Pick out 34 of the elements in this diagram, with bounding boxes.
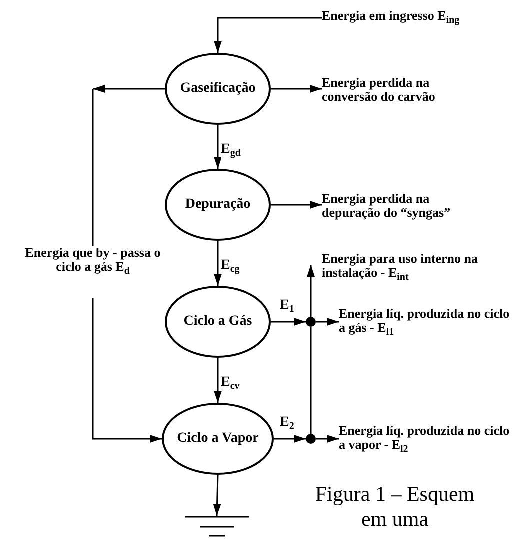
energy-label: Energia líq. produzida no ciclo a gás - E$_{l1}$ [339, 307, 514, 341]
edge-label: E$_{1}$ [280, 298, 294, 314]
arrow [93, 85, 165, 93]
energy-label: Energia em ingresso E$_{ing}$ [322, 9, 522, 27]
process-label: Depuração [185, 197, 251, 213]
junction-dot [306, 434, 316, 444]
edge-label: E$_{2}$ [280, 415, 294, 431]
process-label: Ciclo a Gás [184, 314, 252, 330]
energy-label: Energia perdida na depuração do “syngas” [322, 192, 472, 220]
junction-dot [306, 317, 316, 327]
energy-label: Energia perdida na conversão do carvão [322, 76, 467, 104]
arrow [213, 474, 222, 516]
arrow [316, 318, 339, 326]
arrow [214, 17, 322, 53]
arrow [92, 298, 162, 443]
process-label: Gaseificação [180, 81, 256, 97]
energy-label: Energia líq. produzida no ciclo a vapor - E$_{l2}$ [339, 424, 514, 458]
arrow [316, 435, 339, 443]
edge-label: E$_{gd}$ [221, 142, 241, 158]
process-label: Ciclo a Vapor [177, 431, 259, 447]
arrow [214, 358, 222, 403]
arrow [274, 435, 306, 443]
arrow [271, 318, 306, 326]
energy-label: Energia para uso interno na instalação - E$_{int}$ [322, 252, 482, 286]
edge-label: E$_{cg}$ [221, 258, 240, 274]
arrow [214, 125, 222, 169]
ground-symbol [185, 516, 249, 538]
arrow [271, 85, 322, 93]
edge-label: E$_{cv}$ [221, 375, 240, 391]
arrow [307, 265, 315, 317]
figure-caption: Figura 1 – Esquem em uma [314, 482, 476, 532]
energy-label: Energia que by - passa o ciclo a gás E$_{d}$ [18, 246, 168, 298]
arrow [271, 201, 322, 209]
arrow [214, 241, 222, 286]
